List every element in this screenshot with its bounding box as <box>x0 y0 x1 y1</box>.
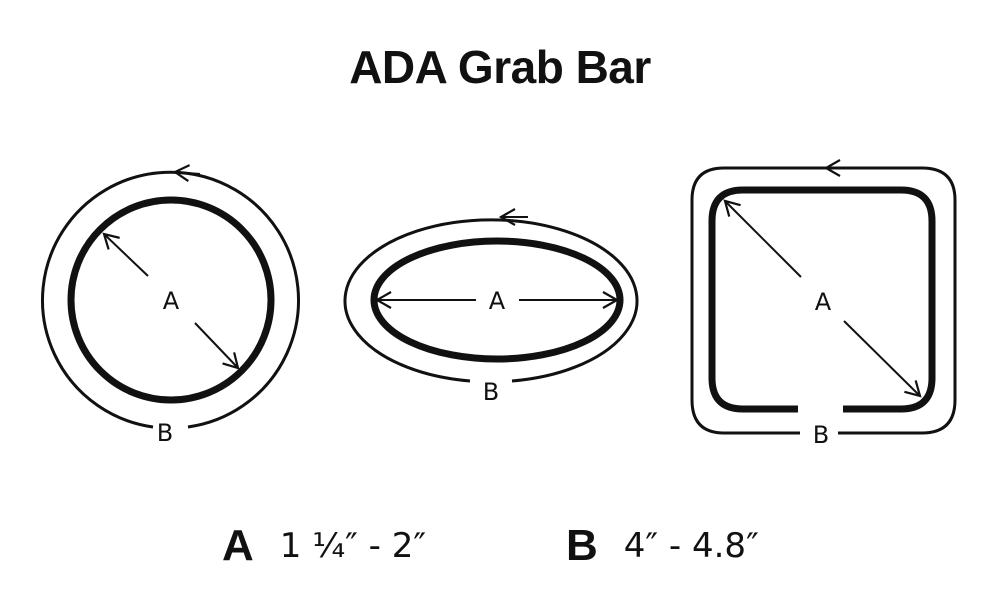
legend-b-value: 4″ - 4.8″ <box>623 526 759 566</box>
square-outer-perimeter <box>690 166 957 435</box>
square-label-a: A <box>815 288 832 316</box>
legend-a-key: A <box>222 521 254 570</box>
square-diagonal-arrow-lower <box>843 320 922 398</box>
oval-label-b: B <box>483 378 499 406</box>
oval-outer-perimeter <box>343 218 639 383</box>
circle-diameter-arrow-upper <box>102 232 149 277</box>
circle-label-a: A <box>163 287 180 315</box>
oval-label-a: A <box>489 287 506 315</box>
legend-a-value: 1 ¼″ - 2″ <box>279 526 427 566</box>
circle-outer-perimeter <box>41 170 300 429</box>
circle-profile: A B <box>41 164 300 447</box>
oval-inner-profile <box>370 237 624 363</box>
diagram-title: ADA Grab Bar <box>349 41 651 93</box>
circle-perimeter-arrow <box>172 164 201 182</box>
square-label-b: B <box>813 421 829 449</box>
oval-profile: A B <box>343 208 639 406</box>
square-diagonal-arrow-upper <box>723 199 802 278</box>
square-profile: A B <box>690 159 957 449</box>
square-inner-profile <box>708 186 936 413</box>
circle-diameter-arrow-lower <box>194 322 240 370</box>
circle-label-b: B <box>157 419 173 447</box>
legend-b: B 4″ - 4.8″ <box>566 518 759 574</box>
legend-a: A 1 ¼″ - 2″ <box>222 518 426 574</box>
circle-inner-profile <box>67 196 275 404</box>
legend-b-key: B <box>566 521 598 570</box>
